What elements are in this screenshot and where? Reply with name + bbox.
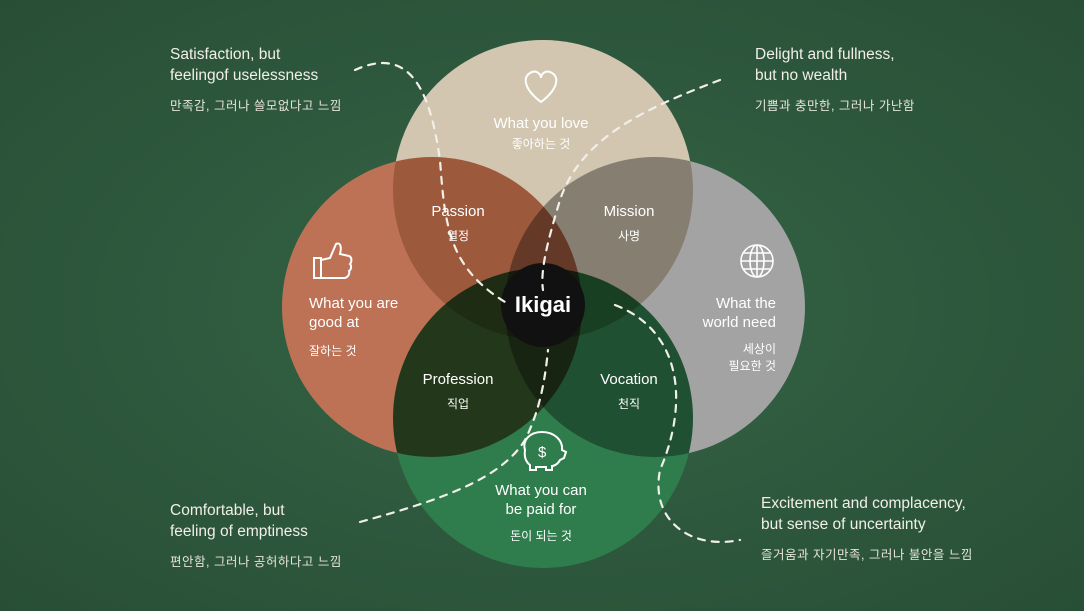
note-tr-en2: but no wealth bbox=[755, 67, 848, 84]
note-top-right: Delight and fullness, but no wealth 기쁨과 … bbox=[755, 44, 915, 114]
love-ko: 좋아하는 것 bbox=[511, 137, 571, 151]
note-tl-ko: 만족감, 그러나 쓸모없다고 느낌 bbox=[170, 99, 342, 113]
note-bl-en2: feeling of emptiness bbox=[170, 523, 308, 540]
dashed-line-top-left bbox=[353, 62, 512, 307]
good-en1: What you are bbox=[309, 295, 399, 312]
paid-ko: 돈이 되는 것 bbox=[510, 529, 572, 543]
vocation-label: Vocation 천직 bbox=[600, 370, 658, 412]
heart-icon bbox=[524, 70, 558, 104]
passion-label: Passion 열정 bbox=[431, 202, 484, 244]
thumbs-up-icon bbox=[313, 242, 353, 279]
circle-what-you-can-be-paid-for bbox=[393, 268, 693, 568]
mission-en: Mission bbox=[603, 203, 655, 220]
good-ko: 잘하는 것 bbox=[309, 344, 357, 358]
world-en2: world need bbox=[702, 314, 776, 331]
paid-en1: What you can bbox=[495, 482, 587, 499]
paid-en2: be paid for bbox=[505, 501, 577, 518]
paid-label: What you can be paid for 돈이 되는 것 bbox=[495, 481, 587, 544]
note-tr-en1: Delight and fullness, bbox=[755, 46, 895, 63]
world-label: What the world need 세상이 필요한 것 bbox=[703, 294, 776, 374]
world-ko2: 필요한 것 bbox=[728, 359, 777, 373]
note-bl-en1: Comfortable, but bbox=[170, 502, 285, 519]
note-br-ko: 즐거움과 자기만족, 그러나 불안을 느낌 bbox=[761, 548, 973, 562]
note-bottom-right: Excitement and complacency, but sense of… bbox=[761, 493, 973, 563]
profession-ko: 직업 bbox=[446, 397, 470, 411]
note-tl-en1: Satisfaction, but bbox=[170, 46, 281, 63]
note-bl-ko: 편안함, 그러나 공허하다고 느낌 bbox=[170, 555, 342, 569]
vocation-ko: 천직 bbox=[617, 397, 641, 411]
profession-label: Profession 직업 bbox=[423, 370, 494, 412]
ikigai-label: Ikigai bbox=[514, 292, 572, 317]
note-tr-ko: 기쁨과 충만한, 그러나 가난함 bbox=[755, 99, 915, 113]
note-br-en2: but sense of uncertainty bbox=[761, 516, 926, 533]
passion-en: Passion bbox=[431, 203, 485, 220]
dashed-line-top-right bbox=[541, 78, 722, 292]
love-en: What you love bbox=[493, 115, 589, 132]
world-en1: What the bbox=[715, 295, 776, 312]
vocation-en: Vocation bbox=[600, 371, 658, 388]
note-tl-en2: feelingof uselessness bbox=[170, 67, 319, 84]
world-ko1: 세상이 bbox=[742, 342, 776, 356]
love-label: What you love 좋아하는 것 bbox=[493, 114, 588, 152]
profession-en: Profession bbox=[422, 371, 494, 388]
mission-label: Mission 사명 bbox=[604, 202, 655, 244]
note-top-left: Satisfaction, but feelingof uselessness … bbox=[170, 44, 342, 114]
dashed-line-bottom-left bbox=[358, 348, 550, 524]
good-en2: good at bbox=[309, 314, 360, 331]
note-br-en1: Excitement and complacency, bbox=[761, 495, 966, 512]
ikigai-center bbox=[501, 263, 585, 347]
mission-ko: 사명 bbox=[617, 229, 641, 243]
globe-icon bbox=[740, 244, 774, 278]
piggy-bank-icon bbox=[523, 430, 568, 471]
note-bottom-left: Comfortable, but feeling of emptiness 편안… bbox=[170, 500, 342, 570]
passion-ko: 열정 bbox=[446, 229, 470, 243]
dollar-icon: $ bbox=[538, 444, 547, 461]
good-label: What you are good at 잘하는 것 bbox=[309, 294, 398, 359]
